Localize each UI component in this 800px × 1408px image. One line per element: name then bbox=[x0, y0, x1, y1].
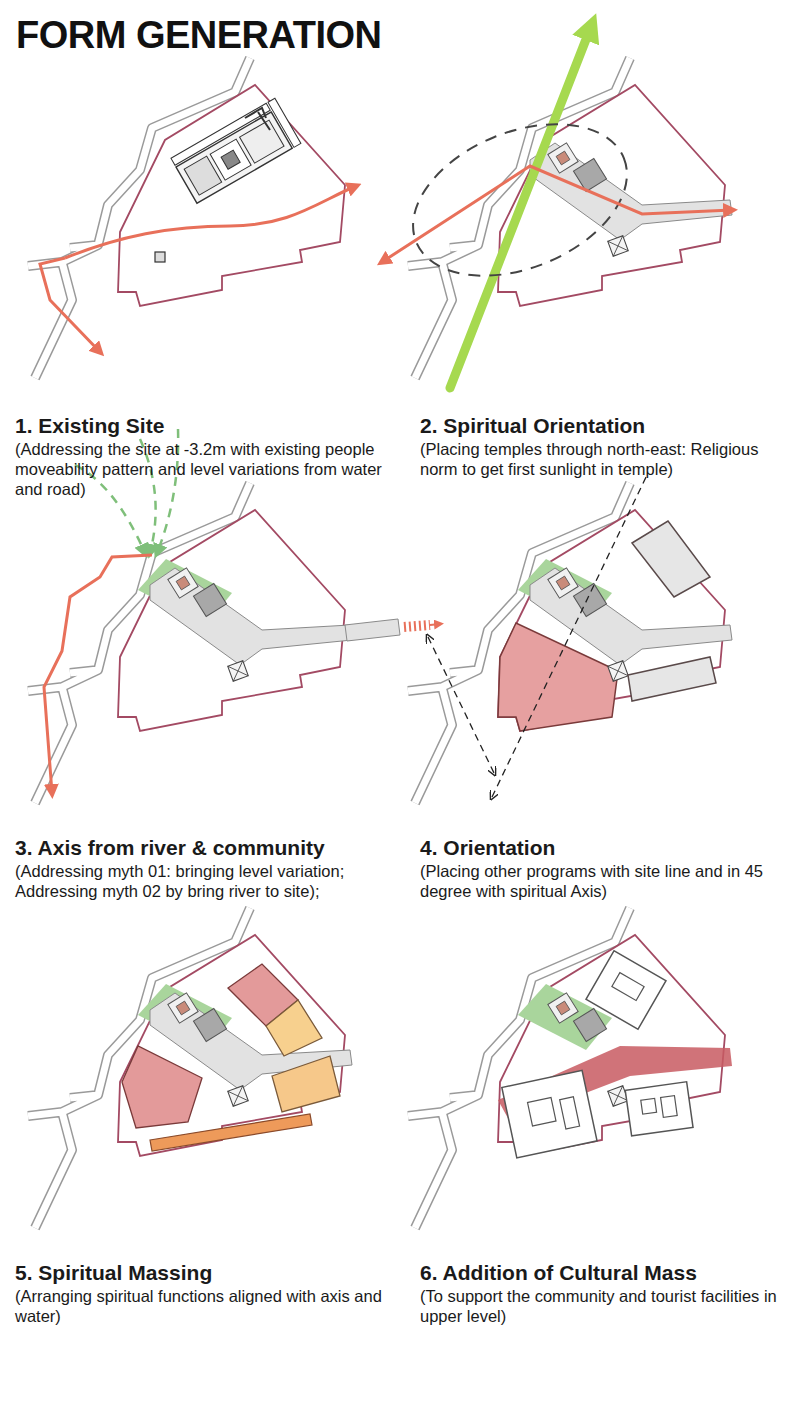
panel-6 bbox=[408, 908, 732, 1228]
site-base bbox=[28, 58, 345, 378]
step-caption: 1. Existing Site(Addressing the site at … bbox=[15, 413, 400, 499]
step-caption: 6. Addition of Cultural Mass(To support … bbox=[420, 1260, 790, 1326]
river-arrow bbox=[44, 555, 152, 793]
step-description: (Placing temples through north-east: Rel… bbox=[420, 439, 790, 479]
diagram-title: FORM GENERATION bbox=[16, 14, 381, 57]
complex-part bbox=[221, 150, 240, 169]
step-caption: 5. Spiritual Massing(Arranging spiritual… bbox=[15, 1260, 400, 1326]
movement-arrow bbox=[382, 166, 732, 262]
courtyard bbox=[560, 1097, 580, 1129]
step-description: (To support the community and tourist fa… bbox=[420, 1286, 790, 1326]
movement-arrow bbox=[40, 258, 100, 352]
spiritual-mass bbox=[122, 1046, 202, 1128]
step-heading: 4. Orientation bbox=[420, 835, 790, 860]
shrine-symbol bbox=[155, 252, 165, 262]
complex-wall bbox=[245, 108, 270, 130]
cultural-mass bbox=[625, 1082, 693, 1136]
complex-wall bbox=[171, 103, 270, 165]
panel-4 bbox=[408, 473, 732, 803]
panel-5 bbox=[28, 908, 352, 1228]
program-block bbox=[628, 657, 716, 701]
site-base bbox=[28, 908, 345, 1228]
orientation-line bbox=[492, 473, 648, 797]
step-caption: 4. Orientation(Placing other programs wi… bbox=[420, 835, 790, 901]
river-axis-arrow bbox=[430, 624, 440, 625]
step-heading: 5. Spiritual Massing bbox=[15, 1260, 400, 1285]
building-outline bbox=[502, 1070, 597, 1157]
building-outline bbox=[586, 951, 666, 1029]
sun-axis-arrow bbox=[450, 24, 592, 388]
complex-wall bbox=[268, 98, 301, 147]
step-heading: 2. Spiritual Orientation bbox=[420, 413, 790, 438]
panel-1 bbox=[28, 58, 356, 378]
temple-group bbox=[548, 568, 628, 681]
building-outline bbox=[625, 1082, 693, 1136]
panel-3 bbox=[28, 429, 440, 803]
existing-temple-complex bbox=[171, 98, 301, 203]
spiritual-mass bbox=[272, 1056, 340, 1112]
cultural-mass bbox=[502, 1070, 597, 1157]
courtyard bbox=[661, 1096, 678, 1118]
community-arrow bbox=[75, 465, 145, 553]
step-description: (Addressing the site at -3.2m with exist… bbox=[15, 439, 400, 499]
panel-2 bbox=[382, 24, 732, 388]
step-heading: 6. Addition of Cultural Mass bbox=[420, 1260, 790, 1285]
temple-group bbox=[168, 568, 248, 681]
movement-arrow bbox=[65, 186, 356, 258]
program-block bbox=[632, 521, 710, 597]
complex-part bbox=[240, 120, 284, 163]
step-heading: 3. Axis from river & community bbox=[15, 835, 400, 860]
axis-extension bbox=[345, 619, 400, 641]
courtyard bbox=[612, 973, 644, 1001]
step-description: (Addressing myth 01: bringing level vari… bbox=[15, 861, 400, 901]
step-heading: 1. Existing Site bbox=[15, 413, 400, 438]
spiritual-mass bbox=[266, 1000, 322, 1056]
orientation-line bbox=[428, 637, 494, 773]
river-axis-arrow bbox=[404, 625, 430, 627]
step-caption: 2. Spiritual Orientation(Placing temples… bbox=[420, 413, 790, 479]
spiritual-mass bbox=[150, 1114, 312, 1151]
cultural-mass bbox=[586, 951, 666, 1029]
step-description: (Placing other programs with site line a… bbox=[420, 861, 790, 901]
step-caption: 3. Axis from river & community(Addressin… bbox=[15, 835, 400, 901]
step-description: (Arranging spiritual functions aligned w… bbox=[15, 1286, 400, 1326]
courtyard bbox=[528, 1097, 556, 1125]
courtyard bbox=[641, 1098, 657, 1114]
